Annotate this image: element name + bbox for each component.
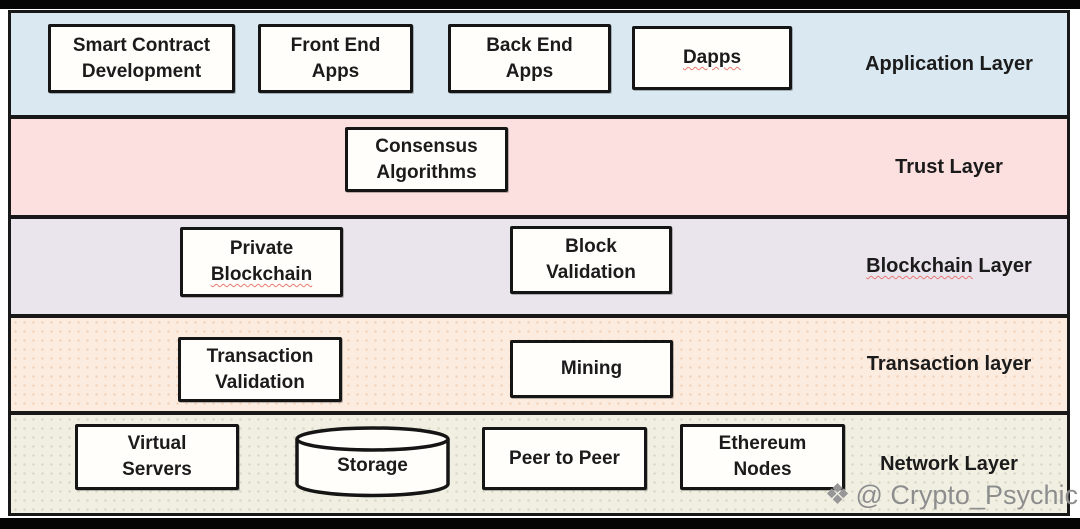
layer-label-transaction: Transaction layer — [866, 353, 1032, 375]
layer-transaction: Transaction Validation Mining Transactio… — [11, 314, 1067, 411]
watermark-handle: @ Crypto_Psychic — [855, 480, 1078, 510]
box-back-end-apps: Back End Apps — [448, 24, 611, 93]
layer-label-blockchain: Blockchain Layer — [866, 255, 1032, 277]
box-peer-to-peer: Peer to Peer — [482, 427, 647, 490]
box-label-line: Validation — [215, 371, 305, 393]
box-smart-contract-development: Smart Contract Development — [48, 24, 235, 93]
box-consensus-algorithms: Consensus Algorithms — [345, 127, 508, 192]
storage-cylinder-icon — [295, 426, 450, 498]
box-block-validation: Block Validation — [510, 226, 672, 294]
box-label-line: Nodes — [733, 459, 792, 480]
box-label-line: Mining — [560, 358, 623, 379]
layer-label-network: Network Layer — [880, 452, 1018, 475]
box-label-line: Servers — [122, 459, 192, 480]
box-mining: Mining — [510, 340, 673, 398]
box-label-line: Storage — [337, 455, 408, 476]
box-label-line: Consensus — [375, 135, 478, 157]
layer-blockchain: Private Blockchain Block Validation Bloc… — [11, 215, 1067, 314]
box-label-line: Transaction — [206, 345, 314, 367]
box-transaction-validation: Transaction Validation — [178, 337, 342, 402]
box-label-line: Dapps — [682, 47, 742, 68]
box-virtual-servers: Virtual Servers — [75, 424, 239, 490]
bottom-letterbox-bar — [0, 518, 1080, 529]
four-diamond-logo-icon: ❖ — [824, 479, 851, 511]
box-label-line: Virtual — [127, 433, 187, 454]
box-label-line: Blockchain — [210, 264, 313, 285]
box-ethereum-nodes: Ethereum Nodes — [680, 424, 845, 490]
box-label-line: Block — [565, 236, 617, 257]
box-label-line: Back End — [486, 34, 573, 56]
box-dapps: Dapps — [632, 26, 792, 90]
box-label-line: Private — [229, 238, 294, 259]
box-private-blockchain: Private Blockchain — [180, 227, 343, 297]
layer-network: Virtual Servers Storage Peer to Peer Eth… — [11, 411, 1067, 513]
box-label-line: Apps — [505, 60, 554, 82]
layer-trust: Consensus Algorithms Trust Layer — [11, 115, 1067, 215]
top-letterbox-bar — [0, 0, 1080, 9]
box-label-line: Smart Contract — [72, 34, 211, 56]
box-label-line: Algorithms — [376, 161, 477, 183]
box-label-line: Front End — [290, 34, 381, 56]
diagram-frame: Smart Contract Development Front End App… — [8, 10, 1070, 516]
box-label-line: Ethereum — [718, 433, 807, 454]
box-storage: Storage — [292, 425, 453, 499]
box-label-line: Apps — [311, 60, 360, 82]
box-label-line: Validation — [546, 262, 636, 283]
box-front-end-apps: Front End Apps — [258, 24, 413, 93]
watermark: ❖@ Crypto_Psychic — [825, 480, 1078, 511]
layer-label-trust: Trust Layer — [895, 155, 1003, 178]
layer-application: Smart Contract Development Front End App… — [11, 13, 1067, 115]
box-label-line: Peer to Peer — [509, 447, 620, 469]
layer-label-application: Application Layer — [865, 52, 1033, 75]
box-label-line: Development — [81, 60, 202, 82]
